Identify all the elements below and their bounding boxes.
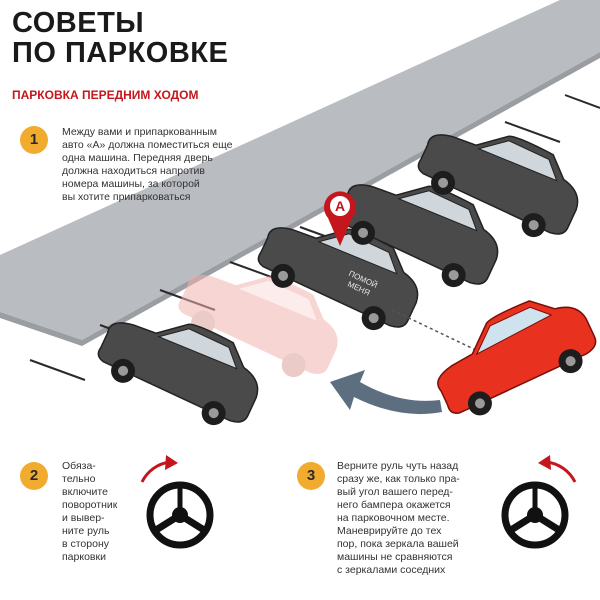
step-3-text: Верните руль чуть назад сразу же, как то… (337, 460, 460, 577)
step-3-line: на парковочном месте. (337, 512, 450, 524)
step-1-line: одна машина. Передняя дверь (62, 152, 213, 164)
step-1-line: авто «А» должна поместиться еще (62, 139, 233, 151)
step-1-line: Между вами и припаркованным (62, 126, 217, 138)
step-3-line: машины не сравняются (337, 551, 453, 563)
map-pin-icon: A (323, 191, 356, 246)
step-2-line: парковки (62, 551, 106, 563)
step-1-line: номера машины, за которой (62, 178, 200, 190)
page-title: СОВЕТЫ ПО ПАРКОВКЕ (12, 8, 228, 68)
section-subtitle: ПАРКОВКА ПЕРЕДНИМ ХОДОМ (12, 88, 199, 102)
step-3-line: Верните руль чуть назад (337, 460, 459, 472)
marker-label: A (335, 198, 345, 214)
moving-red-car (437, 300, 597, 416)
steering-wheel-icon (146, 481, 214, 549)
title-line: ПО ПАРКОВКЕ (12, 37, 229, 69)
parked-car-3 (334, 153, 515, 290)
step-3-line: с зеркалами соседних (337, 564, 446, 576)
step-1-line: вы хотите припарковаться (62, 191, 191, 203)
step-2-line: тельно (62, 473, 96, 485)
ghost-car (175, 244, 354, 379)
step-1-text: Между вами и припаркованным авто «А» дол… (62, 126, 233, 204)
alignment-line (391, 309, 481, 353)
steering-wheel-icon (501, 481, 569, 549)
movement-arrow (330, 370, 442, 415)
step-3-line: Маневрируйте до тех (337, 525, 442, 537)
step-3-line: вый угол вашего перед- (337, 486, 453, 498)
parked-car-4 (414, 103, 595, 240)
step-2-line: Обяза- (62, 460, 96, 472)
step-2-line: ните руль (62, 525, 110, 537)
rotation-arrow-icon (140, 455, 178, 483)
parked-car-a: ПОМОЙ МЕНЯ (254, 196, 435, 333)
step-3-line: пор, пока зеркала вашей (337, 538, 459, 550)
step-3-line: сразу же, как только пра- (337, 473, 460, 485)
step-3-line: него бампера окажется (337, 499, 451, 511)
parked-car-1 (94, 291, 275, 428)
step-3-badge: 3 (297, 462, 325, 490)
step-2-text: Обяза- тельно включите поворотник и выве… (62, 460, 117, 564)
step-1-line: должна находиться напротив (62, 165, 205, 177)
rotation-arrow-icon (538, 455, 577, 483)
step-1-badge: 1 (20, 126, 48, 154)
step-2-badge: 2 (20, 462, 48, 490)
step-2-line: в сторону (62, 538, 110, 550)
sidewalk (0, 0, 600, 340)
step-2-line: включите (62, 486, 108, 498)
title-line: СОВЕТЫ (12, 7, 145, 39)
step-2-line: и вывер- (62, 512, 105, 524)
step-2-line: поворотник (62, 499, 118, 511)
